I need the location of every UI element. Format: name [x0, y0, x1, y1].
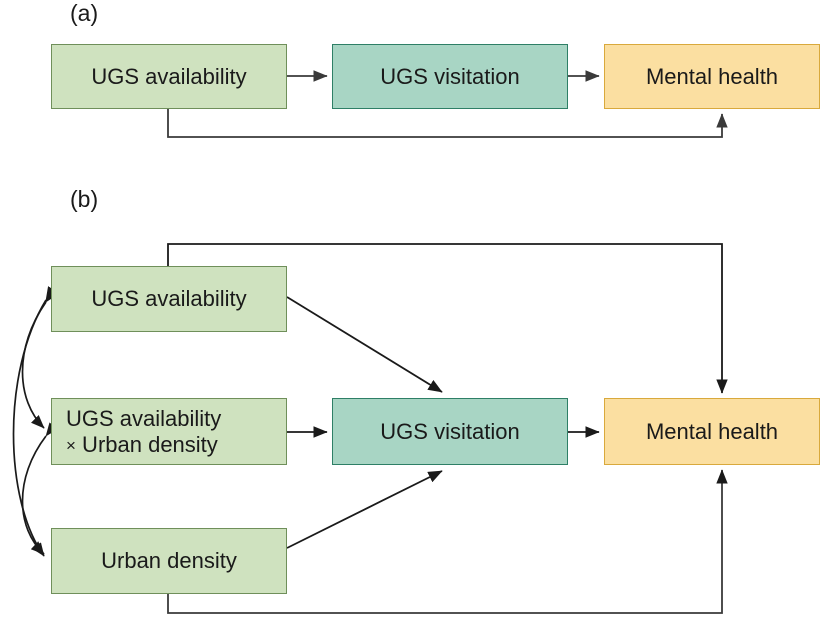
edge-b-avail-to-visit [286, 296, 443, 393]
node-a-ugs-availability[interactable]: UGS availability [51, 44, 287, 109]
edge-a-avail-to-health [167, 109, 728, 138]
node-b-interaction-label-line2-text: Urban density [75, 431, 218, 457]
node-a-ugs-visitation[interactable]: UGS visitation [332, 44, 568, 109]
panel-label-a: (a) [70, 0, 99, 26]
edge-b-corr-avail-interaction [21, 288, 58, 429]
node-b-interaction[interactable]: UGS availability × Urban density [51, 398, 287, 465]
node-a-ugs-visitation-label: UGS visitation [380, 63, 520, 89]
node-b-ugs-availability[interactable]: UGS availability [51, 266, 287, 332]
panel-label-b: (b) [70, 186, 99, 212]
edge-b-density-to-visit [286, 470, 443, 549]
edge-b-corr-interaction-density [21, 422, 59, 555]
node-b-urban-density[interactable]: Urban density [51, 528, 287, 594]
node-a-mental-health-label: Mental health [645, 63, 779, 89]
multiplication-icon: × [66, 435, 76, 455]
node-a-mental-health[interactable]: Mental health [604, 44, 820, 109]
edge-b-corr-avail-density [12, 286, 58, 557]
node-b-mental-health-label: Mental health [645, 418, 779, 444]
node-b-ugs-availability-label: UGS availability [91, 286, 247, 312]
node-b-ugs-visitation[interactable]: UGS visitation [332, 398, 568, 465]
node-b-urban-density-label: Urban density [101, 548, 237, 574]
node-b-interaction-label-line2: × Urban density [66, 432, 218, 458]
node-b-mental-health[interactable]: Mental health [604, 398, 820, 465]
node-b-interaction-label-line1: UGS availability [66, 405, 222, 431]
node-b-ugs-visitation-label: UGS visitation [380, 418, 520, 444]
node-a-ugs-availability-label: UGS availability [91, 63, 247, 89]
